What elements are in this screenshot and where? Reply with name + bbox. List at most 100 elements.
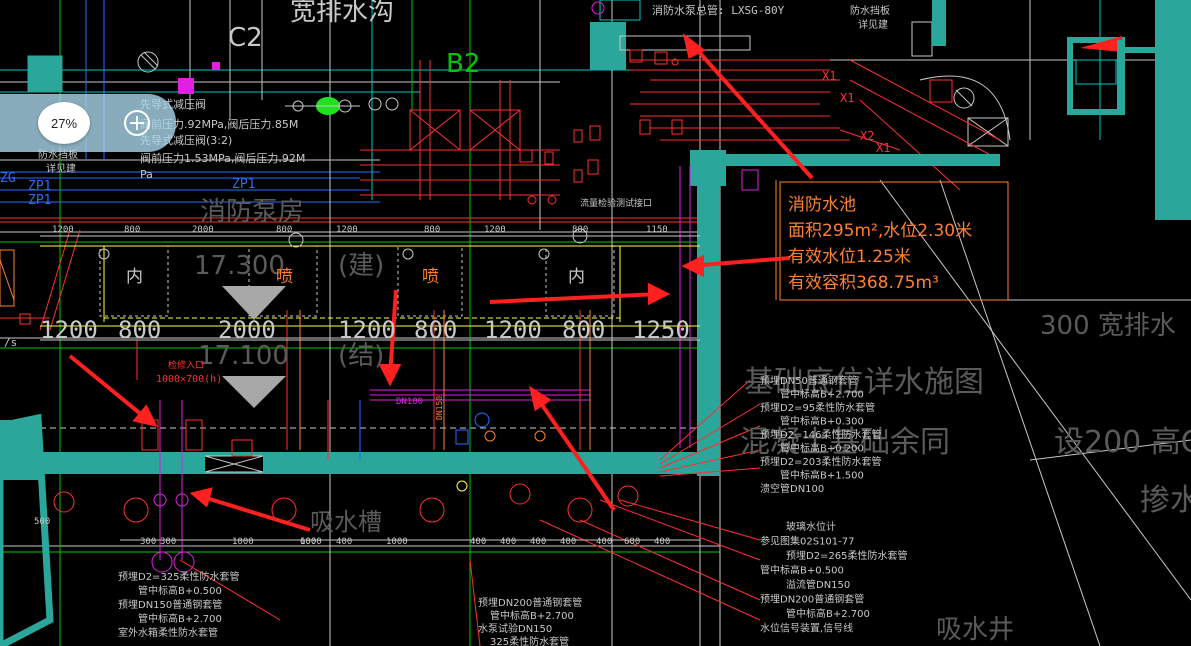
dim-top-value: 800	[424, 225, 440, 235]
fire-panel-2: 详见建	[858, 18, 888, 31]
dim-top-value: 1150	[646, 225, 668, 235]
dim-bottom-value: 400	[596, 537, 612, 547]
opening-label: 检修入口	[168, 359, 204, 371]
suction-well-label: 吸水井	[936, 615, 1014, 645]
pipe-note-right-lower: 预埋D2=265柔性防水套管	[786, 549, 908, 562]
dim-top-value: 1200	[484, 225, 506, 235]
pipe-note-right-lower: 水位信号装置,信号线	[760, 622, 853, 635]
pipe-note-right-lower: 管中标高B+2.700	[786, 607, 870, 620]
dim-bottom-value: 300	[140, 537, 156, 547]
sump-label: 吸水槽	[310, 508, 382, 536]
pipe-notes-bottom-mid: 预埋DN200普通钢套管管中标高B+2.700水泵试验DN150325柔性防水套…	[478, 596, 582, 646]
tank-inner-lines	[679, 166, 1009, 448]
pipe-note-bottom-left: 预埋DN150普通钢套管	[118, 598, 222, 611]
dim-top-value: 800	[124, 225, 140, 235]
right-large-texts: 300 宽排水 基础底位详水施图 混凝土基础余同 设200 高C2 掺水	[740, 311, 1191, 518]
annotation-arrows	[68, 33, 814, 532]
pipe-notes-bottom-left: 预埋D2=325柔性防水套管管中标高B+0.500预埋DN150普通钢套管管中标…	[118, 570, 240, 639]
pipe-note-bottom-mid: 预埋DN200普通钢套管	[478, 596, 582, 609]
inner-2: 内	[568, 267, 585, 287]
dn150-label: DN150	[435, 396, 444, 420]
valve-note-2: 阀前压力.92MPa,阀后压力.85M	[140, 117, 298, 131]
pipe-note-right: 预埋DN50普通钢套管	[760, 374, 858, 387]
dim-bottom-value: 1000	[232, 537, 254, 547]
x1b-label: X1	[840, 91, 854, 105]
dim-top-value: 800	[572, 225, 588, 235]
tank-label: 消防水池 面积295m²,水位2.30米 有效水位1.25米 有效容积368.7…	[788, 195, 972, 293]
pipe-note-right: 管中标高B+2.700	[780, 388, 864, 401]
pipe-note-right: 预埋D2=203柔性防水套管	[760, 455, 882, 468]
dim-mid-value: 800	[562, 316, 605, 344]
pipe-note-bottom-left: 管中标高B+0.500	[138, 584, 222, 597]
tank-walls	[0, 150, 1000, 646]
dimension-lines	[40, 235, 700, 541]
red-piping-manifold	[360, 49, 1001, 205]
pipe-note-right-lower: 玻璃水位计	[786, 520, 836, 533]
sump-circles	[53, 480, 639, 573]
dim-mid-value: 800	[414, 316, 457, 344]
leader-lines	[179, 379, 761, 646]
dims-top-row: 1200 800 2000 800 1200 800 1200 800 1150	[52, 225, 668, 235]
x2-label: X2	[860, 129, 874, 143]
flow-unit-label: /s	[4, 336, 17, 349]
pump-room-label: 消防泵房	[200, 197, 304, 227]
zp1-a: ZP1	[28, 179, 51, 194]
zoom-percent-badge[interactable]: 27%	[38, 102, 90, 144]
header-texts: 宽排水沟 C2 B2 消防水泵总管: LXSG-80Y 防水挡板 详见建 X1 …	[228, 0, 890, 155]
pipe-note-right: 管中标高B+0.300	[780, 415, 864, 428]
room-texts: 消防泵房 17.300 17.100 (建) (结) ZP1 ZP1 ZP1 Z…	[0, 171, 1014, 645]
tag-build: (建)	[338, 251, 384, 281]
tag-struct: (结)	[338, 341, 384, 371]
dn100-label: DN100	[396, 397, 423, 407]
dim-top-value: 1200	[52, 225, 74, 235]
concrete-label: 混凝土基础余同	[740, 425, 950, 460]
dim-bottom-value: 400	[654, 537, 670, 547]
valve-note-5: Pa	[140, 168, 153, 181]
mix-label: 掺水	[1140, 483, 1191, 518]
set200-label: 设200 高C2	[1054, 425, 1191, 460]
pipe-note-bottom-left: 室外水箱柔性防水套管	[118, 626, 218, 639]
dim-top-value: 1200	[336, 225, 358, 235]
valve-note-4: 阀前压力1.53MPa,阀后压力.92M	[140, 151, 305, 165]
dim-bottom-value: 400	[560, 537, 576, 547]
dim-mid-value: 1200	[484, 316, 542, 344]
spray-1: 喷	[276, 267, 293, 287]
foundation-label: 基础底位详水施图	[744, 365, 984, 400]
dim-bottom-value: 600	[300, 537, 316, 547]
x1c-label: X1	[876, 141, 890, 155]
b2-label: B2	[446, 49, 480, 79]
c2-label: C2	[228, 23, 263, 53]
pipe-note-bottom-mid: 水泵试验DN150	[478, 622, 552, 635]
pipe-note-right: 预埋D2=146柔性防水套管	[760, 428, 882, 441]
dim-top-value: 2000	[192, 225, 214, 235]
pump-risers	[136, 310, 591, 560]
pipe-note-right-lower: 管中标高B+0.500	[760, 564, 844, 577]
valve-note-left-2: 详见建	[46, 162, 76, 175]
pipe-note-right-lower: 溢流管DN150	[786, 578, 850, 591]
dim-top-value: 800	[276, 225, 292, 235]
dim-bottom-value: 400	[336, 537, 352, 547]
pipe-note-right: 预埋D2=95柔性防水套管	[760, 401, 875, 414]
dim-mid-value: 1200	[338, 316, 396, 344]
plus-icon[interactable]: +	[124, 110, 150, 136]
dim-mid-value: 800	[118, 316, 161, 344]
pipe-notes-right-lower: 玻璃水位计参见图集02S101-77预埋D2=265柔性防水套管管中标高B+0.…	[760, 520, 908, 635]
drain-label: 300 宽排水	[1040, 311, 1176, 341]
flow-test-label: 流量检验测试接口	[580, 197, 652, 209]
opening-size: 1000×700(h)	[156, 374, 222, 385]
pipe-note-right: 管中标高B+0.200	[780, 442, 864, 455]
fire-riser-label: 消防水泵总管: LXSG-80Y	[652, 3, 785, 17]
tank-title: 消防水池	[788, 195, 856, 215]
pipe-note-bottom-left: 预埋D2=325柔性防水套管	[118, 570, 240, 583]
pump-room	[40, 228, 700, 408]
green-valve-group	[285, 97, 399, 115]
pipe-note-right: 溃空管DN100	[760, 482, 824, 495]
tank-effective-volume: 有效容积368.75m³	[788, 273, 939, 293]
dim-bottom-value: 500	[34, 517, 50, 527]
spray-2: 喷	[422, 267, 439, 287]
pipe-note-right: 管中标高B+1.500	[780, 469, 864, 482]
pipe-note-bottom-mid: 325柔性防水套管	[490, 635, 569, 646]
